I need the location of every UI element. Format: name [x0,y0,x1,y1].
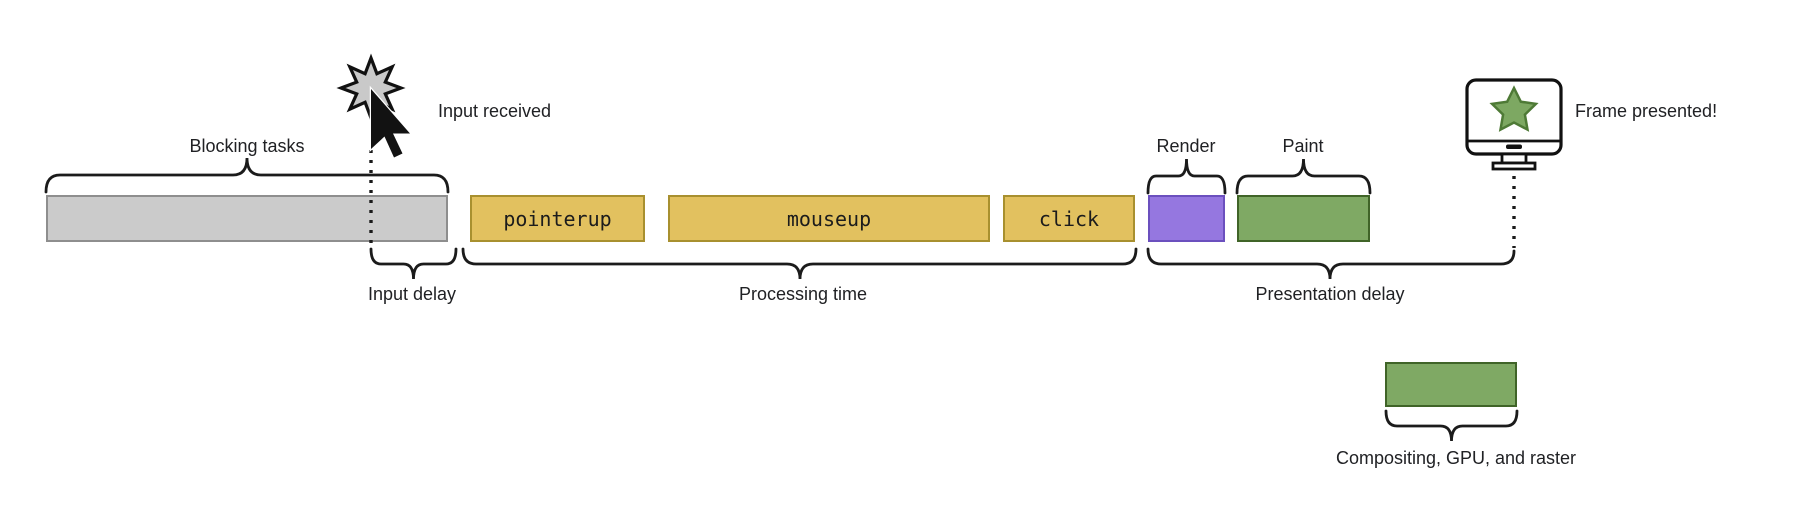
monitor-stand-neck [1500,152,1528,165]
paint-bar [1237,195,1370,242]
click-bar: click [1003,195,1135,242]
presentation-delay-label: Presentation delay [1255,284,1405,304]
render-bar [1148,195,1225,242]
input-received-label: Input received [438,101,552,121]
mouseup-bar-label: mouseup [786,206,872,231]
paint-label: Paint [1282,136,1324,156]
frame-star-icon [1489,85,1539,132]
input-burst-icon [336,53,413,160]
compositing-brace [1384,409,1519,442]
blocking-tasks-bar [46,195,448,242]
starburst-shape [336,53,406,123]
monitor-stand-base [1491,161,1537,171]
render-brace [1146,158,1227,195]
input-delay-label: Input delay [367,284,457,304]
pointerup-bar-label: pointerup [503,206,612,231]
presentation-delay-brace [1146,247,1516,280]
render-label: Render [1156,136,1216,156]
compositing-bar [1385,362,1517,407]
input-delay-brace [369,247,458,280]
monitor-icon [1465,78,1563,171]
processing-time-brace [461,247,1138,280]
click-bar-label: click [1038,206,1100,231]
blocking-tasks-brace [44,157,450,194]
blocking-tasks-label: Blocking tasks [189,136,305,156]
paint-brace [1235,158,1372,195]
monitor-camera-pill [1506,144,1522,149]
compositing-label: Compositing, GPU, and raster [1335,448,1577,468]
frame-presented-label: Frame presented! [1575,101,1718,121]
processing-time-label: Processing time [738,284,868,304]
pointerup-bar: pointerup [470,195,645,242]
monitor-screen [1465,78,1563,156]
mouseup-bar: mouseup [668,195,990,242]
cursor-icon [369,85,413,160]
